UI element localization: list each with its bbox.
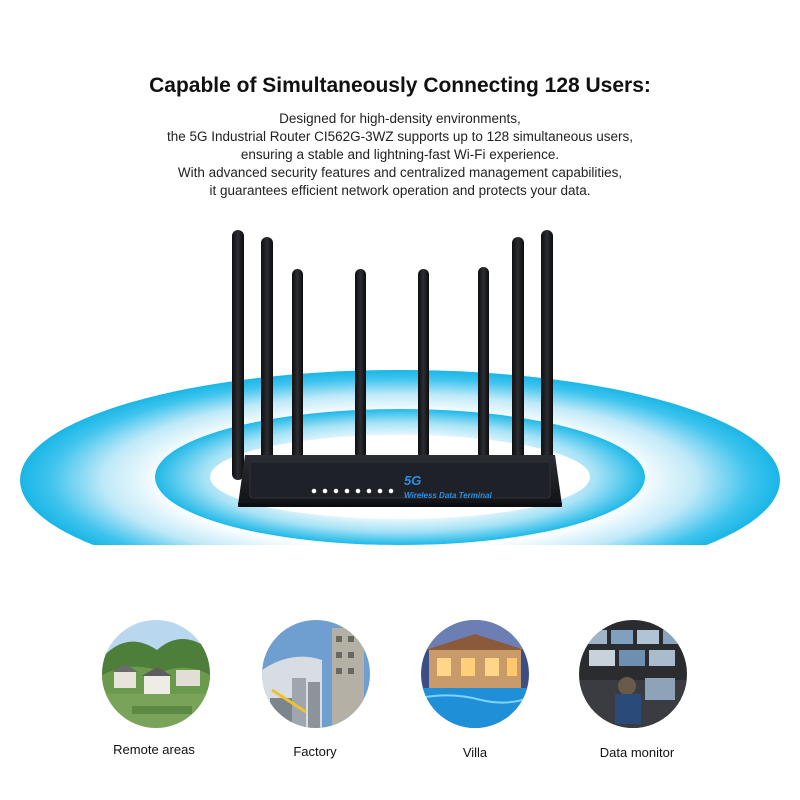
antenna-icon	[292, 269, 303, 464]
status-leds	[311, 488, 394, 494]
remote-area-photo	[102, 620, 210, 728]
data-monitor-photo	[579, 620, 687, 728]
router-badge: 5G	[404, 473, 421, 488]
description-line: With advanced security features and cent…	[177, 165, 623, 180]
scenario-label-factory: Factory	[293, 744, 337, 759]
antenna-icon	[478, 267, 489, 462]
router-label: Wireless Data Terminal	[404, 491, 492, 500]
router-illustration: 5G Wireless Data Terminal	[20, 230, 780, 545]
antenna-icon	[355, 269, 366, 459]
antenna-icon	[261, 237, 273, 467]
antenna-icon	[418, 269, 429, 459]
antenna-icon	[512, 237, 524, 467]
antennas	[232, 230, 553, 480]
description-line: ensuring a stable and lightning-fast Wi-…	[240, 147, 560, 162]
router-body: 5G Wireless Data Terminal	[238, 455, 562, 507]
description-line: Designed for high-density environments,	[279, 111, 521, 126]
antenna-icon	[541, 230, 553, 480]
scenario-label-remote-areas: Remote areas	[113, 742, 195, 757]
factory-photo	[262, 620, 370, 728]
description-line: the 5G Industrial Router CI562G-3WZ supp…	[167, 129, 633, 144]
villa-photo	[421, 620, 529, 728]
scenario-label-data-monitor: Data monitor	[599, 745, 675, 760]
antenna-icon	[232, 230, 244, 480]
scenario-label-villa: Villa	[462, 745, 488, 760]
description: Designed for high-density environments, …	[0, 110, 800, 200]
description-line: it guarantees efficient network operatio…	[209, 183, 591, 198]
page-title: Capable of Simultaneously Connecting 128…	[149, 74, 651, 97]
